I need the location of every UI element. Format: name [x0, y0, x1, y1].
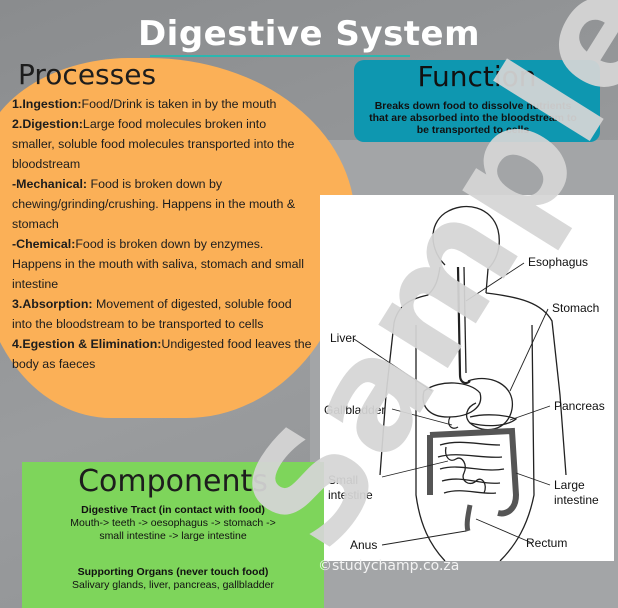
label-gallbladder: Gallbladder [324, 403, 385, 417]
organs-title: Supporting Organs (never touch food) [77, 566, 269, 578]
processes-heading: Processes [18, 58, 157, 91]
function-heading: Function [417, 60, 537, 93]
function-box [354, 60, 600, 142]
tract-text-line1: Mouth-> teeth -> oesophagus -> stomach -… [70, 517, 276, 529]
label-liver: Liver [330, 331, 356, 345]
tract-text-line2: small intestine -> large intestine [99, 530, 247, 542]
process-item-digestion: 2.Digestion:Large food molecules broken … [12, 117, 295, 171]
process-item-absorption: 3.Absorption: Movement of digested, solu… [12, 297, 292, 331]
process-item-chemical: -Chemical:Food is broken down by enzymes… [12, 237, 305, 291]
process-item-ingestion: 1.Ingestion:Food/Drink is taken in by th… [12, 97, 277, 111]
components-heading: Components [78, 464, 268, 499]
processes-list: 1.Ingestion:Food/Drink is taken in by th… [12, 94, 312, 374]
organs-text: Salivary glands, liver, pancreas, gallbl… [72, 579, 274, 591]
label-anus: Anus [350, 538, 377, 552]
label-pancreas: Pancreas [554, 399, 605, 413]
processes-background [0, 58, 355, 418]
label-stomach: Stomach [552, 301, 599, 315]
tract-title: Digestive Tract (in contact with food) [81, 504, 265, 516]
page-title: Digestive System [137, 14, 481, 54]
process-item-egestion: 4.Egestion & Elimination:Undigested food… [12, 337, 312, 371]
copyright-text: ©studychamp.co.za [318, 558, 460, 574]
label-esophagus: Esophagus [528, 255, 588, 269]
components-box [22, 462, 324, 608]
label-small-intestine-line2: intestine [328, 488, 373, 502]
function-text: Breaks down food to dissolve nutrients t… [369, 100, 577, 136]
body-illustration: Esophagus Stomach Liver Pancreas Gallbla… [324, 205, 605, 562]
digestive-diagram: Esophagus Stomach Liver Pancreas Gallbla… [320, 195, 614, 562]
accent-line [150, 55, 410, 57]
process-item-mechanical: -Mechanical: Food is broken down by chew… [12, 177, 296, 231]
label-large-intestine-line1: Large [554, 478, 585, 492]
label-rectum: Rectum [526, 536, 567, 550]
label-large-intestine-line2: intestine [554, 493, 599, 507]
label-small-intestine-line1: Small [328, 473, 358, 487]
